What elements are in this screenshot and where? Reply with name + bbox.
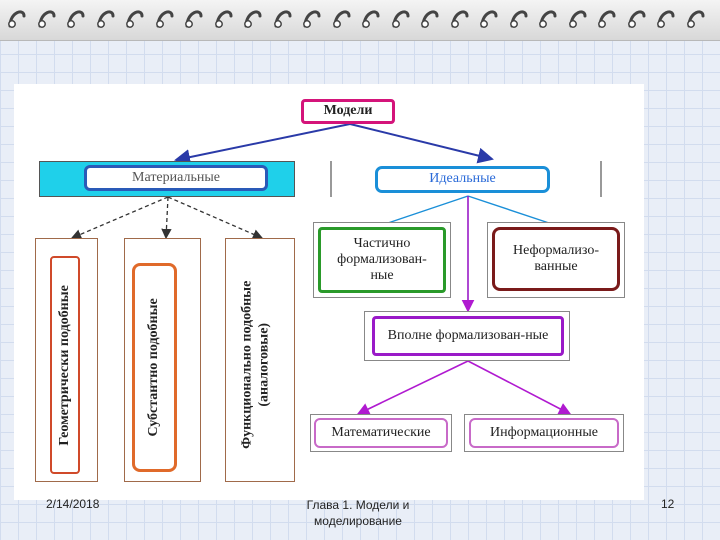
node-models: Модели xyxy=(301,99,395,124)
node-info-label: Информационные xyxy=(489,424,599,440)
node-models-label: Модели xyxy=(323,103,373,119)
footer-date: 2/14/2018 xyxy=(46,497,100,511)
binder-ring-icon xyxy=(183,4,205,30)
binder-ring-icon xyxy=(124,4,146,30)
node-math: Математические xyxy=(314,418,448,448)
binder-ring-icon xyxy=(6,4,28,30)
node-functional: Функционально подобные (аналоговые) xyxy=(232,252,280,478)
binder-ring-icon xyxy=(626,4,648,30)
node-ideal: Идеальные xyxy=(375,166,550,193)
node-informal: Неформализо-ванные xyxy=(492,227,620,291)
binder-ring-icon xyxy=(272,4,294,30)
node-ideal-label: Идеальные xyxy=(429,171,496,187)
binder-ring-icon xyxy=(36,4,58,30)
binder-ring-icon xyxy=(390,4,412,30)
binder-ring-icon xyxy=(154,4,176,30)
binder-ring-icon xyxy=(537,4,559,30)
node-geometric-label: Геометрически подобные xyxy=(56,284,72,446)
node-substantial-label: Субстантно подобные xyxy=(146,298,162,437)
node-info: Информационные xyxy=(469,418,619,448)
footer-chapter: Глава 1. Модели и моделирование xyxy=(306,498,410,529)
binder-ring-icon xyxy=(596,4,618,30)
node-partial: Частично формализован-ные xyxy=(318,227,446,293)
binder-ring-icon xyxy=(449,4,471,30)
binder-ring-icon xyxy=(685,4,707,30)
node-functional-label-2: (аналоговые) xyxy=(256,323,272,407)
binder-ring-icon xyxy=(331,4,353,30)
binder-ring-icon xyxy=(242,4,264,30)
node-material-label: Материальные xyxy=(132,169,220,185)
binder-ring-icon xyxy=(655,4,677,30)
node-full: Вполне формализован-ные xyxy=(372,316,564,356)
binder-ring-icon xyxy=(360,4,382,30)
binder-ring-icon xyxy=(213,4,235,30)
binder-ring-icon xyxy=(508,4,530,30)
binder-ring-icon xyxy=(567,4,589,30)
binder-ring-icon xyxy=(301,4,323,30)
binder-ring-icon xyxy=(419,4,441,30)
node-material: Материальные xyxy=(84,165,268,191)
binder-ring-icon xyxy=(95,4,117,30)
node-substantial: Субстантно подобные xyxy=(132,263,177,472)
node-informal-label: Неформализо-ванные xyxy=(512,242,600,274)
binder-ring-icon xyxy=(65,4,87,30)
node-partial-label: Частично формализован-ные xyxy=(337,235,427,284)
footer-page-number: 12 xyxy=(661,497,675,511)
node-functional-label-1: Функционально подобные xyxy=(239,280,255,450)
binder-ring-icon xyxy=(478,4,500,30)
node-full-label: Вполне формализован-ные xyxy=(387,327,549,343)
node-math-label: Математические xyxy=(331,424,431,440)
node-geometric: Геометрически подобные xyxy=(50,256,80,474)
